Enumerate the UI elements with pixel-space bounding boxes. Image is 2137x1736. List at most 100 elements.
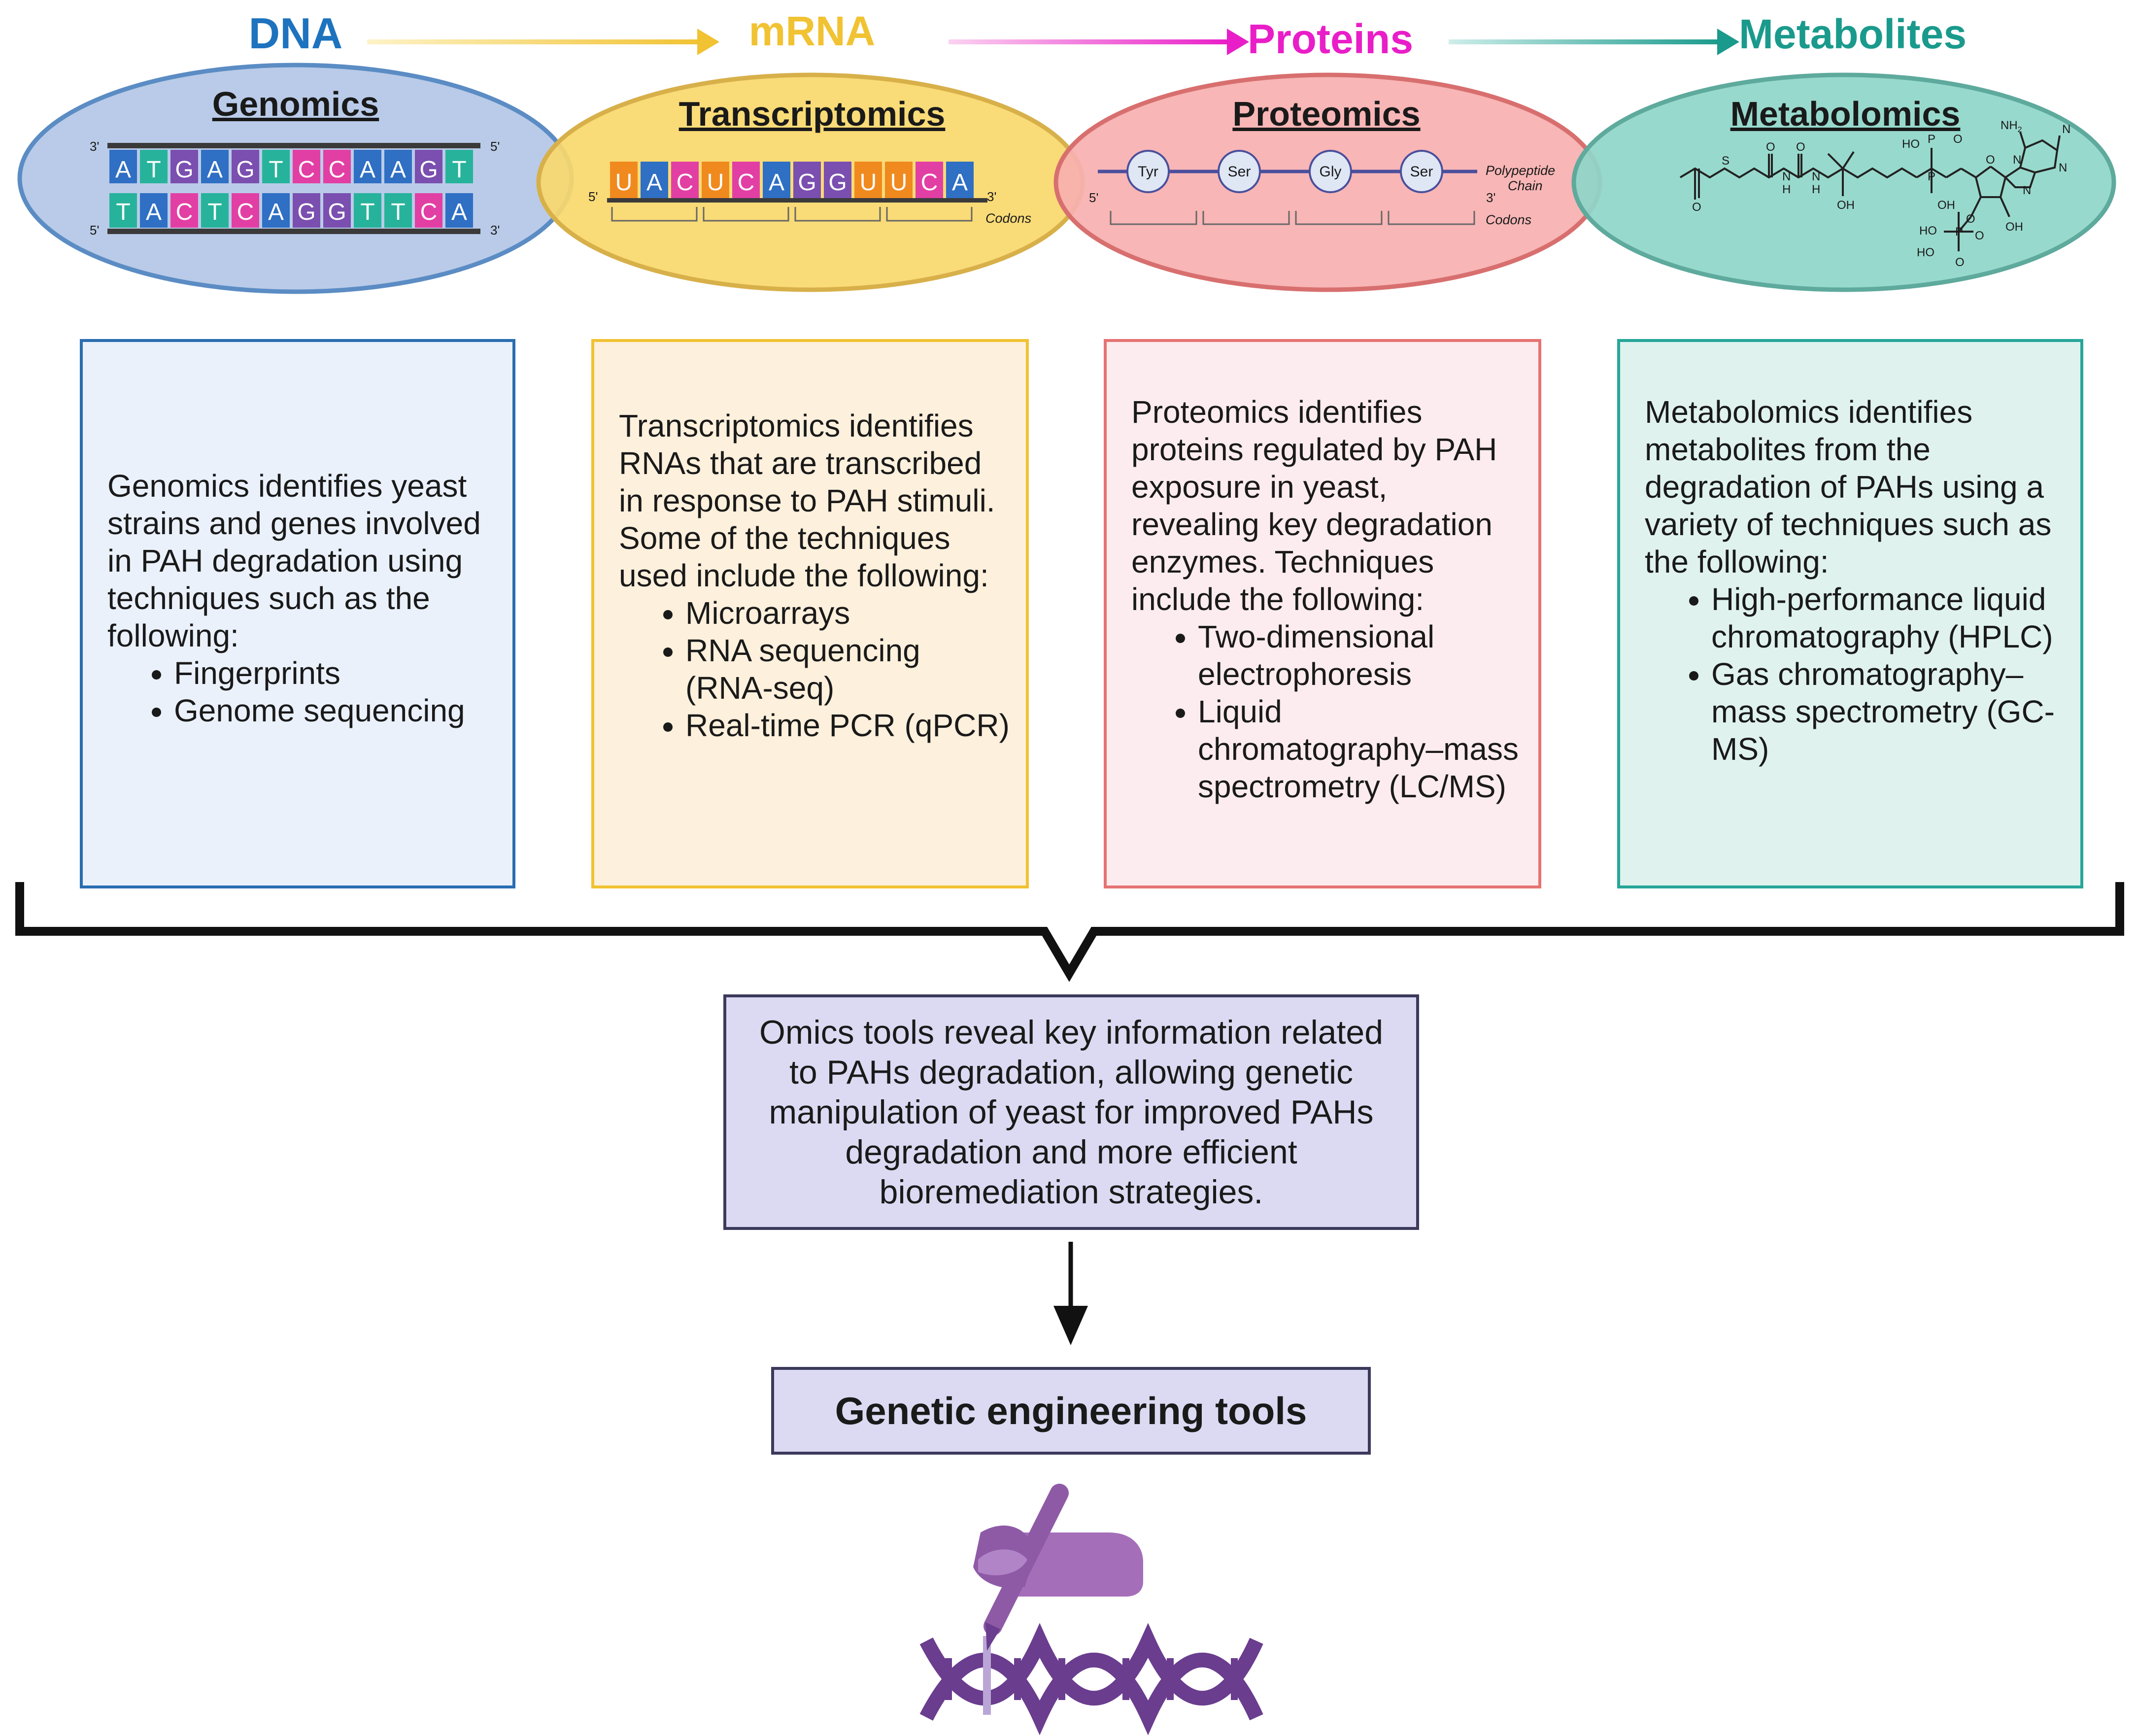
dna-base-top — [140, 150, 168, 183]
atom-p2: P — [1928, 133, 1935, 146]
proteins-to-metabolites-arrow — [1449, 29, 1739, 55]
dna-base-letter: C — [329, 157, 346, 183]
dna-base-top — [293, 150, 320, 183]
atom-o3: O — [1796, 140, 1805, 154]
dna-base-letter: G — [328, 199, 346, 225]
dna-base-bottom — [140, 193, 168, 228]
dna-base-letter: A — [268, 199, 284, 225]
dna-base-top — [445, 150, 473, 183]
genomics-technique-item: Genome sequencing — [174, 692, 498, 729]
codon-bracket — [703, 207, 789, 222]
atom-oh1: OH — [1837, 199, 1855, 212]
polypeptide-codons-label: Codons — [1486, 212, 1531, 227]
dna-base-top — [232, 150, 259, 183]
atom-o4: O — [1953, 133, 1963, 146]
dna-base-letter: C — [176, 199, 193, 225]
dna-base-letter: T — [452, 157, 466, 183]
rna-base-letter: G — [828, 170, 847, 196]
rna-base — [916, 162, 943, 198]
rna-base-letter: C — [677, 170, 694, 196]
atom-nring3: N — [2013, 153, 2021, 167]
dna-base-bottom — [170, 193, 198, 228]
rna-base-letter: U — [890, 170, 908, 196]
dna-base-letter: C — [420, 199, 438, 225]
dna-base-bottom — [384, 193, 412, 228]
down-arrow — [1053, 1242, 1088, 1345]
dna-base-letter: A — [390, 157, 406, 183]
amino-acid-circle — [1126, 150, 1170, 193]
rna-base — [610, 162, 638, 198]
genomics-box: Genomics identifies yeast strains and ge… — [80, 339, 515, 888]
metabolomics-technique-item: Gas chromatography–mass spectrometry (GC… — [1711, 655, 2066, 768]
dna-base-letter: A — [207, 157, 223, 183]
mrna-codons-label: Codons — [985, 211, 1031, 226]
dna-base-letter: C — [298, 157, 315, 183]
metabolomics-box: Metabolomics identifies metabolites from… — [1617, 339, 2083, 888]
rna-base — [824, 162, 851, 198]
atom-o6: O — [1955, 256, 1965, 269]
genomics-description: Genomics identifies yeast strains and ge… — [107, 468, 481, 653]
genetic-engineering-tools-box: Genetic engineering tools — [771, 1367, 1371, 1455]
mrna-to-proteins-arrow — [949, 29, 1249, 55]
metabolomics-techniques: High-performance liquid chromatography (… — [1645, 580, 2066, 768]
transcriptomics-technique-item: Microarrays — [685, 594, 1011, 632]
dna-base-letter: A — [360, 157, 375, 183]
dna-base-top — [109, 150, 137, 183]
polypeptide-label-line1: Polypeptide — [1486, 163, 1555, 178]
transcriptomics-technique-item: Real-time PCR (qPCR) — [685, 707, 1011, 744]
codon-bracket — [1202, 211, 1290, 225]
proteomics-technique-item: Liquid chromatography–mass spectrometry … — [1198, 693, 1524, 805]
transcriptomics-technique-item: RNA sequencing (RNA-seq) — [685, 632, 1011, 707]
polypeptide-label-line2: Chain — [1508, 178, 1543, 193]
atom-ho3: HO — [1917, 246, 1934, 259]
atom-p3: P — [1955, 225, 1963, 238]
codon-bracket — [1388, 211, 1475, 225]
rna-base — [854, 162, 882, 198]
rna-base-letter: U — [615, 170, 633, 196]
mrna-end-3: 3' — [987, 189, 996, 204]
proteomics-techniques: Two-dimensional electrophoresis Liquid c… — [1131, 618, 1524, 805]
dna-base-letter: T — [391, 199, 405, 225]
dna-base-letter: T — [116, 199, 130, 225]
rna-base — [793, 162, 821, 198]
dna-base-bottom — [262, 193, 290, 228]
proteins-label: Proteins — [1248, 16, 1413, 62]
dna-end-5-bottom: 5' — [90, 223, 99, 238]
metabolites-label: Metabolites — [1739, 11, 1967, 57]
metabolomics-technique-item: High-performance liquid chromatography (… — [1711, 580, 2066, 655]
dna-end-5-top: 5' — [490, 139, 500, 154]
dna-base-top — [323, 150, 351, 183]
dna-base-bottom — [323, 193, 351, 228]
atom-o8: O — [1975, 229, 1984, 242]
transcriptomics-description: Transcriptomics identifies RNAs that are… — [619, 408, 995, 593]
dna-base-letter: G — [419, 157, 438, 183]
dna-base-bottom — [201, 193, 229, 228]
dna-base-bottom — [109, 193, 137, 228]
proteomics-box: Proteomics identifies proteins regulated… — [1104, 339, 1541, 888]
rna-base-letter: U — [860, 170, 877, 196]
rna-base-letter: A — [769, 170, 784, 196]
rna-base-letter: U — [707, 170, 724, 196]
atom-nring4: N — [2023, 184, 2031, 197]
dna-base-bottom — [232, 193, 259, 228]
atom-p1: P — [1928, 170, 1935, 183]
atom-nh2-sub: 2 — [2018, 126, 2022, 134]
rna-base-letter: A — [646, 170, 662, 196]
atom-o1: O — [1692, 201, 1701, 214]
transcriptomics-box: Transcriptomics identifies RNAs that are… — [591, 339, 1029, 888]
dna-label: DNA — [249, 9, 343, 58]
rna-base — [641, 162, 668, 198]
rna-base-letter: G — [798, 170, 816, 196]
atom-nring1: N — [2062, 123, 2070, 136]
atom-nh2-main: NH — [2001, 119, 2018, 132]
atom-n1: N — [1782, 170, 1791, 183]
dna-base-top — [201, 150, 229, 183]
atom-oh2: OH — [1937, 199, 1955, 212]
rna-base-letter: A — [952, 170, 968, 196]
rna-base — [732, 162, 760, 198]
amino-acid-circle — [1400, 150, 1443, 193]
dna-base-letter: A — [451, 199, 467, 225]
rna-base — [671, 162, 699, 198]
